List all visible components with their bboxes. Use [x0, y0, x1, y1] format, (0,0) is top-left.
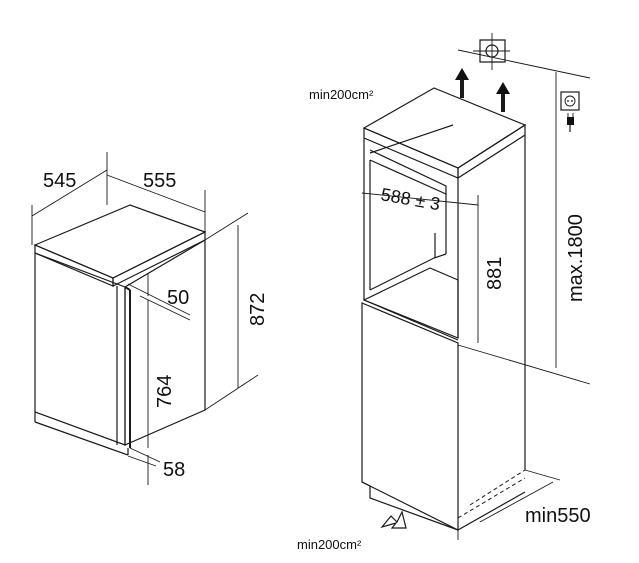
height-label-872: 872	[247, 293, 269, 326]
cabinet-lower-front	[361, 302, 459, 531]
depth-label-545: 545	[43, 170, 76, 192]
vent-arrow-bottom	[380, 510, 407, 529]
right-cabinet	[361, 87, 527, 531]
appliance-top-front	[34, 244, 114, 287]
niche-width-label: 588 ± 3	[379, 184, 441, 214]
width-label-555: 555	[143, 170, 176, 192]
max-height-label: max.1800	[565, 214, 587, 302]
door-label-764: 764	[154, 375, 176, 408]
left-dimensions: 545 555 50 872 764 58	[31, 152, 269, 485]
airflow-arrow-icon	[380, 510, 407, 529]
appliance-top	[33, 204, 207, 279]
power-socket-icon	[560, 91, 580, 111]
door-edge	[124, 286, 131, 291]
airflow-arrow-icon	[455, 68, 469, 80]
appliance-side	[124, 238, 206, 446]
appliance-top-side	[112, 231, 206, 287]
vent-top-label: min200cm²	[309, 87, 374, 102]
right-dimensions: min200cm² min200cm² 588 ± 3 881 max.1800…	[297, 49, 591, 552]
water-tap-icon	[473, 33, 510, 70]
appliance-front	[34, 252, 126, 446]
depth-label-min550: min550	[525, 505, 591, 527]
gap-label-50: 50	[167, 287, 189, 309]
vent-bottom-label: min200cm²	[297, 537, 362, 552]
left-appliance	[33, 204, 207, 456]
niche-height-label: 881	[484, 257, 506, 290]
plug-icon	[567, 113, 574, 132]
airflow-arrow-icon	[496, 82, 510, 94]
bottom-gap-label-58: 58	[163, 459, 185, 481]
vent-arrows-top	[455, 68, 510, 112]
